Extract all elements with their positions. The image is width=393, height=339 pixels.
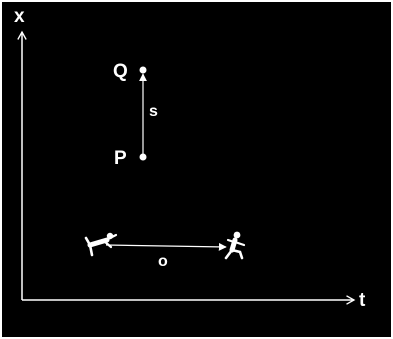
point-p xyxy=(140,154,147,161)
horizontal-axis-label: t xyxy=(359,290,366,311)
vertical-axis-label: x xyxy=(14,6,25,27)
point-q-label: Q xyxy=(113,61,128,82)
vector-s-label: s xyxy=(149,103,158,120)
point-p-label: P xyxy=(114,148,127,169)
running-person-icon xyxy=(226,232,244,258)
vector-o-line xyxy=(106,245,226,247)
falling-person-icon xyxy=(86,233,116,255)
point-q xyxy=(140,67,147,74)
vector-o-label: o xyxy=(158,253,168,270)
